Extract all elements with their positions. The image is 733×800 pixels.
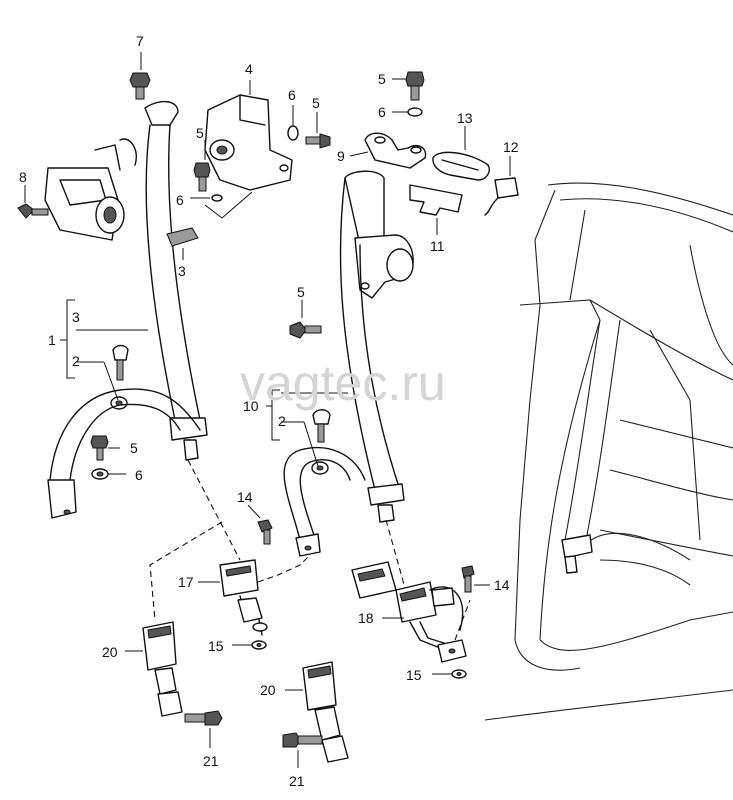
callout-18: 18	[358, 610, 374, 626]
group-10-bracket	[266, 389, 348, 441]
washer-6-lap	[91, 468, 126, 480]
lap-belt-front	[47, 344, 201, 519]
callout-14: 14	[237, 489, 253, 505]
callout-7: 7	[136, 33, 144, 49]
callout-6: 6	[135, 467, 143, 483]
callout-5: 5	[196, 125, 204, 141]
callout-11: 11	[430, 238, 445, 254]
bolt-5-top	[305, 112, 331, 149]
callout-5: 5	[130, 440, 138, 456]
lap-belt-center	[283, 409, 366, 557]
callout-15: 15	[406, 667, 422, 683]
callout-2: 2	[278, 413, 286, 429]
height-adjuster-bracket	[204, 80, 293, 191]
callout-17: 17	[178, 574, 194, 590]
callout-15: 15	[208, 638, 224, 654]
belt-retractor	[17, 138, 137, 241]
clip-11	[409, 184, 463, 235]
callout-1: 1	[48, 332, 56, 348]
connector-13	[432, 126, 490, 181]
bolt-5-center	[289, 300, 322, 339]
callout-20: 20	[102, 644, 118, 660]
bolt-21-left	[184, 710, 223, 748]
bolt-5-lap	[90, 435, 120, 461]
callout-6: 6	[288, 87, 296, 103]
washer-6-top	[287, 105, 299, 141]
bolt-7	[129, 52, 151, 100]
callout-5: 5	[297, 284, 305, 300]
rear-seat-outline	[484, 182, 733, 721]
callout-10: 10	[243, 398, 259, 414]
callout-5: 5	[312, 95, 320, 111]
front-shoulder-belt	[144, 101, 208, 461]
buckle-20-left	[125, 621, 183, 717]
callout-13: 13	[457, 110, 473, 126]
center-shoulder-belt	[339, 170, 414, 523]
callout-labels: 7 4 6 5 5 6 3 8 5 6 9 13 12 11 5 1 3 2 5…	[19, 33, 519, 789]
bolt-5-center-top	[392, 71, 425, 117]
callout-21: 21	[203, 753, 219, 769]
buckle-20-right	[285, 661, 349, 763]
callout-2: 2	[72, 353, 80, 369]
callout-21: 21	[289, 773, 305, 789]
callout-14: 14	[494, 577, 510, 593]
buckle-17	[198, 559, 268, 636]
callout-5: 5	[378, 71, 386, 87]
group-1-bracket	[60, 299, 148, 379]
callout-3: 3	[178, 263, 186, 279]
callout-8: 8	[19, 169, 27, 185]
bolt-14-left	[247, 504, 273, 545]
bracket-9	[349, 132, 427, 169]
cover-cap-3	[166, 227, 199, 260]
bolt-21-right	[282, 732, 323, 768]
watermark-text: vagtec.ru	[240, 355, 446, 411]
callout-20: 20	[260, 682, 276, 698]
callout-12: 12	[503, 139, 519, 155]
callout-4: 4	[245, 61, 253, 77]
callout-6: 6	[378, 104, 386, 120]
washer-15-right	[432, 669, 467, 679]
callout-3: 3	[72, 309, 80, 325]
washer-15-left	[232, 640, 267, 650]
buckle-18	[351, 561, 467, 663]
bolt-14-right	[461, 565, 490, 593]
connector-12	[484, 156, 519, 216]
callout-6: 6	[176, 192, 184, 208]
bolt-5-lower	[190, 140, 253, 219]
callout-9: 9	[337, 148, 345, 164]
